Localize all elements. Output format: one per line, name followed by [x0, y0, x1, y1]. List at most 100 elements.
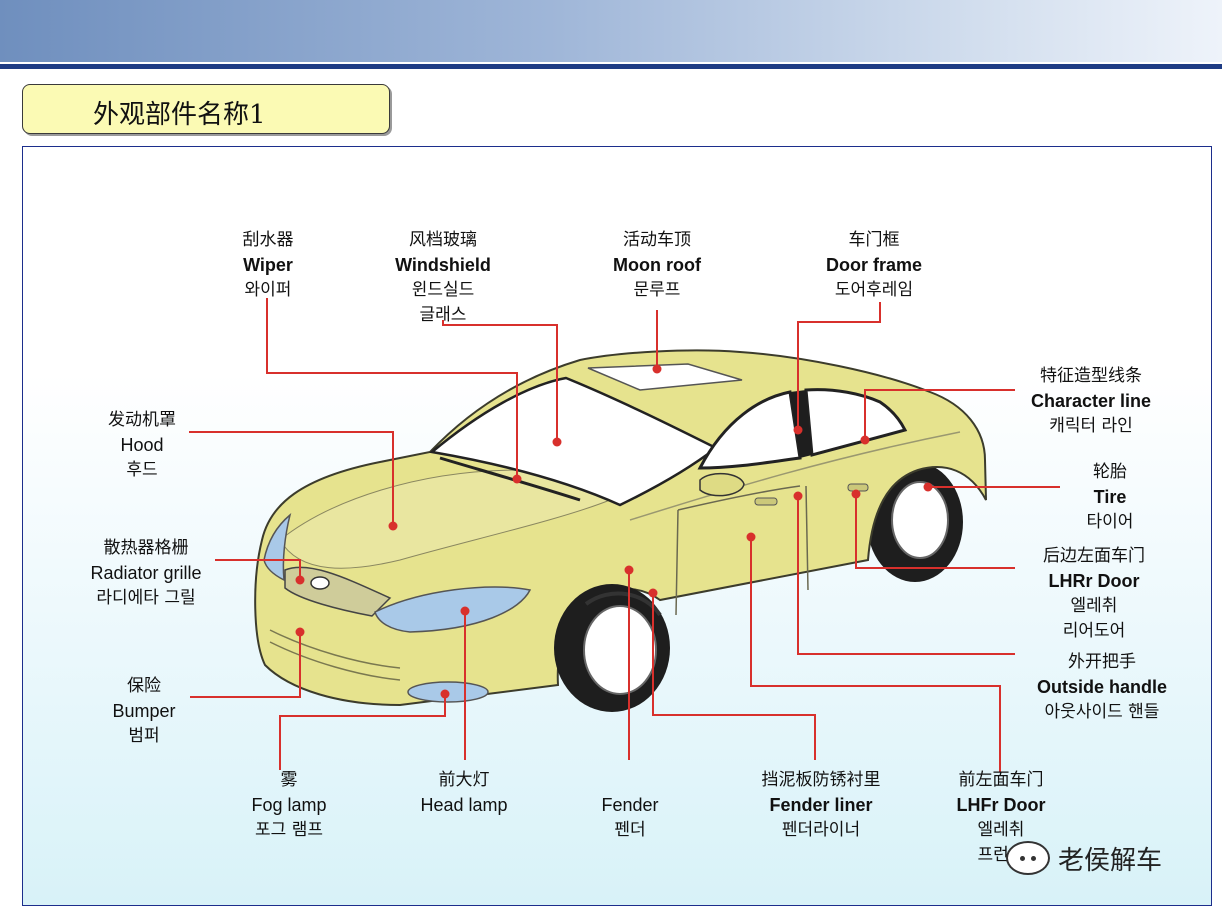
label-fender-liner-ko: 펜더라이너 [781, 820, 861, 840]
front-wheel [554, 584, 670, 712]
label-hood-en: Hood [120, 435, 164, 455]
label-fender-en: Fender [601, 795, 659, 815]
label-fender-ko: 펜더 [614, 820, 646, 840]
character-line-crease [629, 431, 961, 521]
front-lamp-edge [263, 512, 292, 582]
wiper-blade [439, 456, 581, 502]
leader-outside-handle [797, 496, 1015, 655]
label-windshield-cn: 风档玻璃 [409, 230, 477, 250]
label-fender: Fender 펜더 [588, 793, 672, 843]
leader-lhfr-door [750, 537, 1001, 772]
dot-bumper [295, 627, 305, 637]
label-bumper-en: Bumper [112, 701, 176, 721]
label-bumper-cn: 保险 [127, 676, 161, 696]
leader-wiper [266, 298, 518, 479]
header-rule [0, 64, 1222, 69]
leader-character-line [864, 389, 1015, 440]
label-bumper-ko: 범퍼 [128, 726, 160, 746]
label-outside-handle-ko: 아웃사이드 핸들 [1044, 702, 1160, 722]
dot-radiator-grille [295, 575, 305, 585]
label-door-frame-en: Door frame [825, 255, 923, 275]
label-tire-en: Tire [1093, 487, 1127, 507]
label-fog-lamp-ko: 포그 램프 [255, 820, 323, 840]
label-outside-handle: 外开把手 Outside handle 아웃사이드 핸들 [1024, 650, 1180, 725]
label-radiator-grille-ko: 라디에타 그릴 [96, 588, 196, 608]
label-fender-liner-en: Fender liner [769, 795, 873, 815]
label-moon-roof-ko: 문루프 [633, 280, 681, 300]
label-tire-ko: 타이어 [1086, 512, 1134, 532]
label-wiper-ko: 와이퍼 [244, 280, 292, 300]
label-tire: 轮胎 Tire 타이어 [1070, 460, 1150, 535]
head-lamp-shape [374, 586, 532, 633]
label-bumper: 保险 Bumper 범퍼 [100, 674, 188, 749]
rear-door-seam [805, 485, 809, 591]
label-moon-roof-cn: 活动车顶 [623, 230, 691, 250]
label-door-frame: 车门框 Door frame 도어후레임 [812, 228, 936, 303]
label-wiper-en: Wiper [243, 255, 293, 275]
label-fog-lamp-cn: 雾 [280, 770, 298, 790]
title-box: 外观部件名称1 [22, 84, 390, 134]
callout-dots [295, 364, 933, 699]
dot-fog-lamp [440, 689, 450, 699]
leader-radiator-grille [215, 559, 301, 580]
leader-door-frame [797, 302, 881, 430]
dot-head-lamp [460, 606, 470, 616]
label-radiator-grille: 散热器格栅 Radiator grille 라디에타 그릴 [78, 536, 214, 611]
label-lhrr-door-ko-2: 리어도어 [1062, 621, 1126, 641]
dot-outside-handle [793, 491, 803, 501]
wechat-icon [1006, 841, 1050, 875]
dot-hood [388, 521, 398, 531]
dot-wiper [512, 474, 522, 484]
label-wiper-cn: 刮水器 [242, 230, 294, 250]
page-title: 外观部件名称1 [93, 100, 266, 130]
label-windshield-en: Windshield [395, 255, 491, 275]
label-character-line-en: Character line [1030, 391, 1152, 411]
rear-wheel [867, 462, 963, 582]
watermark-text: 老侯解车 [1058, 845, 1163, 876]
dot-moon-roof [652, 364, 662, 374]
door-frame-pillar [790, 390, 812, 458]
label-moon-roof: 活动车顶 Moon roof 문루프 [600, 228, 714, 303]
dot-fender-liner [648, 588, 658, 598]
leader-hood [189, 431, 394, 526]
label-moon-roof-en: Moon roof [613, 255, 701, 275]
dot-character-line [860, 435, 870, 445]
label-lhrr-door-cn: 后边左面车门 [1043, 546, 1145, 566]
label-lhfr-door-ko-1: 엘레취 [977, 820, 1025, 840]
label-radiator-grille-cn: 散热器格栅 [103, 538, 189, 558]
label-fog-lamp-en: Fog lamp [251, 795, 327, 815]
dot-lhrr-door [851, 489, 861, 499]
leader-windshield [442, 320, 558, 442]
label-fender-liner-cn: 挡泥板防锈衬里 [761, 770, 881, 790]
rear-door-handle [847, 483, 869, 492]
label-lhrr-door-ko-1: 엘레취 [1070, 596, 1118, 616]
label-windshield-ko-2: 글래스 [419, 305, 467, 325]
rear-side-window [804, 388, 908, 457]
label-lhfr-door-en: LHFr Door [956, 795, 1046, 815]
label-character-line: 特征造型线条 Character line 캐릭터 라인 [1018, 364, 1164, 439]
label-lhfr-door-cn: 前左面车门 [958, 770, 1044, 790]
label-character-line-cn: 特征造型线条 [1040, 366, 1142, 386]
fender-liner-arch [584, 591, 662, 617]
watermark: 老侯解车 [1006, 838, 1206, 878]
label-wiper: 刮水器 Wiper 와이퍼 [237, 228, 299, 303]
front-door-handle [754, 497, 778, 506]
header-gradient-bar [0, 0, 1222, 62]
label-hood-cn: 发动机罩 [108, 410, 176, 430]
dot-windshield [552, 437, 562, 447]
dot-tire [923, 482, 933, 492]
leader-bumper [190, 632, 301, 698]
leader-lines [189, 298, 1060, 772]
label-outside-handle-cn: 外开把手 [1068, 652, 1136, 672]
side-mirror [699, 472, 745, 497]
radiator-grille-shape [284, 566, 392, 617]
leader-fog-lamp [279, 694, 446, 770]
dot-door-frame [793, 425, 803, 435]
badge-icon [310, 576, 330, 590]
label-tire-cn: 轮胎 [1093, 462, 1127, 482]
label-head-lamp-en: Head lamp [420, 795, 508, 815]
label-windshield: 风档玻璃 Windshield 윈드실드 글래스 [384, 228, 502, 328]
label-door-frame-ko: 도어후레임 [834, 280, 914, 300]
label-fog-lamp: 雾 Fog lamp 포그 램프 [236, 768, 342, 843]
